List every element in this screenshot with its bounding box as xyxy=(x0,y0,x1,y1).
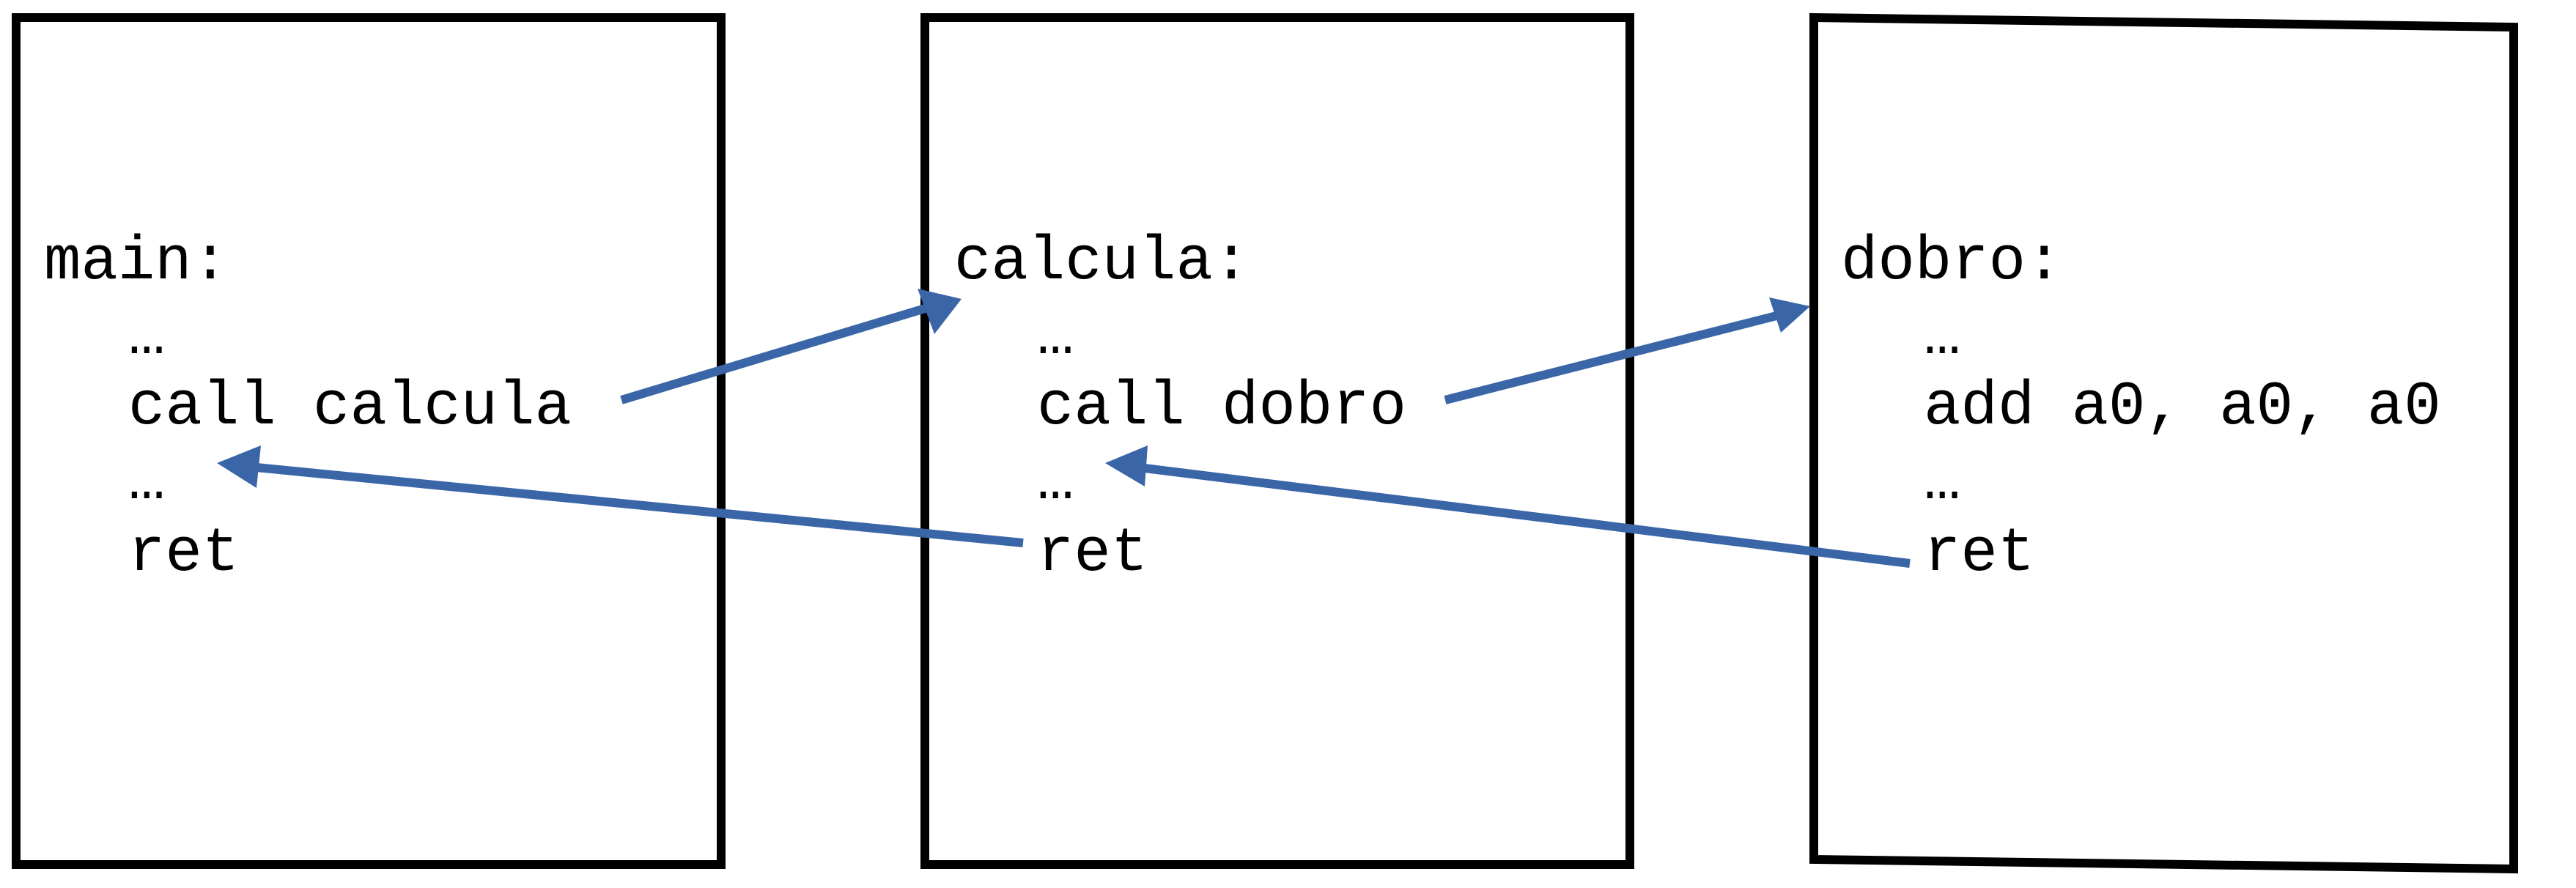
main-code-block: main: … call calcula … ret xyxy=(44,228,572,589)
main-function-box xyxy=(12,13,726,869)
code-line-call-dobro: call dobro xyxy=(1037,373,1406,443)
function-label-dobro: dobro: xyxy=(1841,228,2062,297)
call-dobro-arrowhead xyxy=(1769,297,1810,333)
call-calcula-arrow xyxy=(620,302,934,404)
code-line-add: add a0, a0, a0 xyxy=(1924,373,2441,443)
code-line-ellipsis: … xyxy=(1037,448,1074,517)
calcula-function-box xyxy=(920,13,1634,869)
return-to-main-arrowhead xyxy=(217,445,261,488)
code-line-call-calcula: call calcula xyxy=(128,373,572,443)
dobro-function-box xyxy=(1809,12,2518,874)
return-to-main-arrow xyxy=(256,463,1024,547)
dobro-code-block: dobro: … add a0, a0, a0 … ret xyxy=(1841,228,2441,589)
return-to-calcula-arrow xyxy=(1144,464,1911,568)
call-return-arrows xyxy=(217,289,1911,568)
call-dobro-arrow xyxy=(1444,311,1781,404)
code-line-ellipsis: … xyxy=(128,303,165,372)
code-line-ret: ret xyxy=(1924,519,2034,589)
return-to-calcula-arrowhead xyxy=(1105,445,1148,486)
code-line-ret: ret xyxy=(128,519,239,589)
code-line-ellipsis: … xyxy=(128,448,165,517)
function-label-main: main: xyxy=(44,228,229,297)
calcula-code-block: calcula: … call dobro … ret xyxy=(954,228,1406,589)
code-line-ellipsis: … xyxy=(1924,448,1960,517)
call-calcula-arrowhead xyxy=(918,289,962,334)
code-line-ret: ret xyxy=(1037,519,1148,589)
function-label-calcula: calcula: xyxy=(954,228,1250,297)
code-line-ellipsis: … xyxy=(1037,303,1074,372)
code-line-ellipsis: … xyxy=(1924,303,1960,372)
